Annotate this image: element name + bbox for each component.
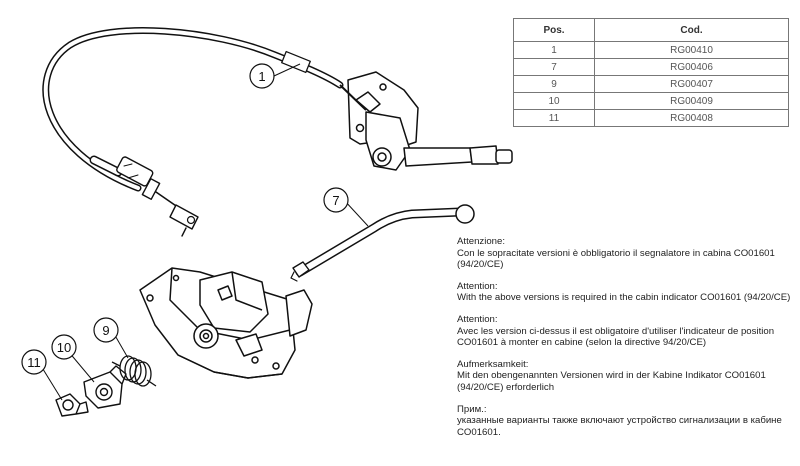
note-title: Attenzione:	[457, 236, 506, 247]
parts-table-header: Pos. Cod.	[513, 18, 789, 42]
note-english: Attention: With the above versions is re…	[457, 281, 793, 304]
pos-cell: 11	[513, 109, 595, 127]
note-italian: Attenzione: Con le sopracitate versioni …	[457, 236, 793, 271]
note-body: With the above versions is required in t…	[457, 292, 791, 304]
cod-cell: RG00409	[594, 92, 789, 110]
cod-cell: RG00407	[594, 75, 789, 93]
cable-assembly-part-1	[42, 27, 344, 237]
callout-7: 7	[323, 187, 349, 213]
note-body: Con le sopracitate versioni è obbligator…	[457, 247, 775, 271]
note-title: Attention:	[457, 280, 498, 292]
note-title: Прим.:	[457, 403, 487, 415]
cod-header: Cod.	[594, 18, 789, 42]
svg-text:1: 1	[258, 69, 265, 84]
pos-header: Pos.	[513, 18, 595, 42]
cod-cell: RG00406	[594, 58, 789, 76]
spring-part-9	[111, 355, 157, 387]
svg-text:10: 10	[57, 340, 71, 355]
note-body: Mit den obengenannten Versionen wird in …	[457, 370, 766, 393]
svg-text:11: 11	[27, 355, 41, 370]
warning-notes: Attenzione: Con le sopracitate versioni …	[457, 236, 793, 448]
table-row: 11 RG00408	[513, 109, 789, 127]
table-row: 10 RG00409	[513, 92, 789, 110]
callout-9: 9	[93, 317, 119, 343]
pos-cell: 9	[513, 75, 595, 93]
pos-cell: 7	[513, 58, 595, 76]
note-russian: Прим.: указанные варианты также включают…	[457, 404, 793, 439]
note-body: указанные варианты также включают устрой…	[457, 415, 782, 438]
pos-cell: 10	[513, 92, 595, 110]
callout-10: 10	[51, 334, 77, 360]
note-body: Avec les version ci-dessus il est obliga…	[457, 325, 775, 349]
callout-11: 11	[21, 349, 47, 375]
parts-table: Pos. Cod. 1 RG00410 7 RG00406 9 RG00407 …	[513, 18, 789, 127]
cod-cell: RG00408	[594, 109, 789, 127]
cod-cell: RG00410	[594, 41, 789, 59]
callout-1: 1	[249, 63, 275, 89]
collar-part-10	[83, 365, 127, 409]
lever-bracket-assembly	[339, 71, 513, 171]
pos-cell: 1	[513, 41, 595, 59]
note-title: Aufmerksamkeit:	[457, 358, 529, 370]
svg-text:7: 7	[332, 193, 339, 208]
table-row: 7 RG00406	[513, 58, 789, 76]
table-row: 9 RG00407	[513, 75, 789, 93]
note-title: Attention:	[457, 313, 498, 325]
note-french: Attention: Avec les version ci-dessus il…	[457, 314, 793, 349]
bent-rod-part-7	[290, 204, 475, 282]
svg-text:9: 9	[102, 323, 109, 338]
table-row: 1 RG00410	[513, 41, 789, 59]
selector-housing-assembly	[139, 267, 313, 379]
note-german: Aufmerksamkeit: Mit den obengenannten Ve…	[457, 359, 793, 394]
